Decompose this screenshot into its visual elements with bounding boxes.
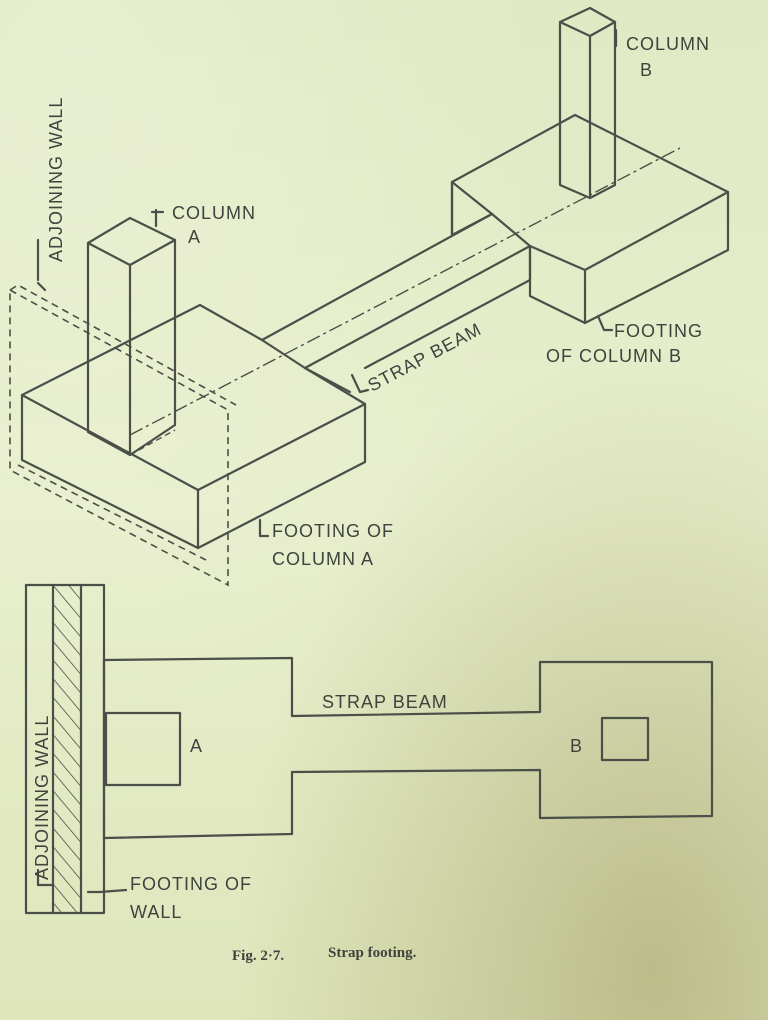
footing-of-wall-label-line1: FOOTING OF	[130, 874, 252, 894]
caption-fig-number: Fig. 2·7.	[232, 948, 284, 964]
footing-a-label-line2: COLUMN A	[272, 549, 374, 569]
footing-b-label-line1: FOOTING	[614, 321, 703, 341]
leader-marks	[36, 28, 618, 538]
adjoining-wall-label: ADJOINING WALL	[46, 97, 66, 262]
caption-title: Strap footing.	[328, 945, 417, 961]
column-b-label: COLUMN	[626, 34, 710, 54]
column-a-label: COLUMN	[172, 203, 256, 223]
footing-a-label-line1: FOOTING OF	[272, 521, 394, 541]
plan-adjoining-wall-label: ADJOINING WALL	[32, 715, 52, 880]
column-b-letter: B	[640, 60, 653, 80]
plan-footing-outline	[102, 656, 714, 840]
strap-beam-label: STRAP BEAM	[364, 319, 484, 396]
plan-column-a	[104, 711, 182, 787]
plan-column-b	[600, 716, 650, 762]
footing-column-b	[450, 113, 730, 325]
plan-adjoining-wall	[24, 583, 106, 915]
plan-footing-wall-leader	[86, 888, 128, 894]
plan-label-b: B	[570, 736, 583, 756]
plan-label-a: A	[190, 736, 203, 756]
plan-wall-leader	[36, 868, 54, 887]
footing-b-label-line2: OF COLUMN B	[546, 346, 682, 366]
plan-strap-beam-label: STRAP BEAM	[322, 692, 448, 712]
footing-column-a	[20, 303, 367, 550]
column-a	[86, 216, 177, 457]
adjoining-wall-dashed	[9, 284, 237, 587]
column-b	[558, 6, 617, 200]
figure-caption: Fig. 2·7. Strap footing.	[232, 945, 417, 964]
strap-beam-iso	[129, 147, 681, 436]
footing-of-wall-label-line2: WALL	[130, 902, 182, 922]
isometric-view: ADJOINING WALL COLUMN A COLUMN B STRAP B…	[9, 6, 730, 587]
column-a-letter: A	[188, 227, 201, 247]
plan-view: ADJOINING WALL STRAP BEAM A B FOOTING OF…	[24, 583, 714, 922]
